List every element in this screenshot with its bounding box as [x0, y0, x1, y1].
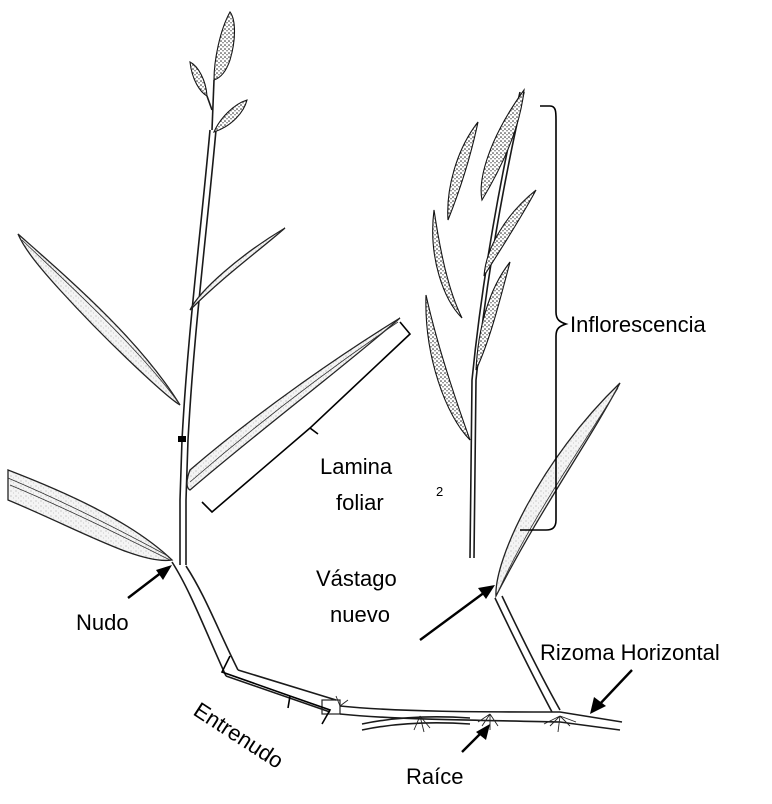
leaf-blade-label-line1: Lamina	[320, 454, 393, 479]
main-culm	[178, 130, 216, 565]
leaf-upper-right	[190, 228, 285, 310]
node-arrow	[128, 565, 172, 598]
lower-culm	[172, 562, 340, 714]
internode-label: Entrenudo	[189, 697, 288, 773]
inflorescence-label: Inflorescencia	[570, 312, 707, 337]
node-label: Nudo	[76, 610, 129, 635]
new-shoot-label-line2: nuevo	[330, 602, 390, 627]
horizontal-rhizome-label: Rizoma Horizontal	[540, 640, 720, 665]
rhizome-arrow	[590, 670, 632, 714]
top-racemes	[190, 12, 247, 132]
plate-number: 2	[436, 484, 443, 499]
new-shoot-label-line1: Vástago	[316, 566, 397, 591]
leaf-lower-left	[8, 470, 172, 560]
leaf-upper-left	[18, 234, 180, 405]
new-shoot-arrow	[420, 585, 495, 640]
roots-arrow	[462, 724, 490, 752]
leaf-blade-bracket	[202, 322, 410, 512]
leaf-blade-label-line2: foliar	[336, 490, 384, 515]
roots	[336, 696, 576, 732]
rhizome	[340, 706, 622, 730]
internode-bracket	[222, 656, 330, 724]
roots-label: Raíce	[406, 764, 463, 789]
